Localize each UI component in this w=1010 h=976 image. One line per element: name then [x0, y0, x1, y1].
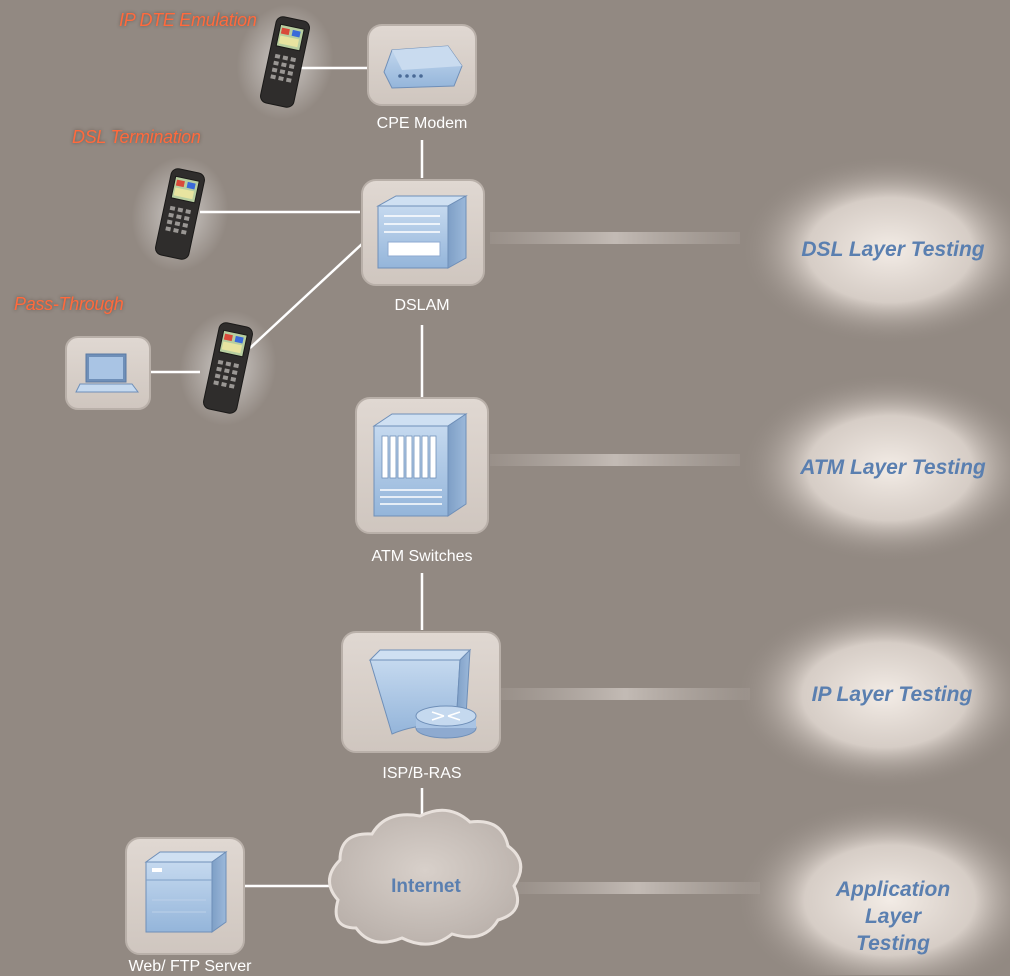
tester-label-pass: Pass-Through	[14, 294, 124, 314]
laptop-icon	[75, 353, 139, 393]
link-pass-dslam	[249, 243, 363, 349]
beam-ip	[500, 688, 750, 700]
node-label-dslam: DSLAM	[394, 297, 450, 314]
dslam-icon	[376, 195, 468, 269]
layer-label-app: Application Layer Testing	[835, 878, 951, 955]
cpe-modem-node[interactable]	[367, 24, 477, 106]
tester-dslterm[interactable]	[121, 147, 239, 280]
tester-label-dslterm: DSL Termination	[72, 127, 201, 147]
handheld-tester-icon	[260, 16, 310, 108]
internet-cloud[interactable]	[328, 808, 523, 946]
layer-cloud-dsl	[740, 155, 1010, 345]
beam-app	[515, 882, 760, 894]
tester-label-ipdte: IP DTE Emulation	[119, 10, 257, 30]
layer-label-dsl: DSL Layer Testing	[801, 238, 985, 261]
router-icon	[368, 648, 477, 739]
tester-ipdte[interactable]	[226, 0, 344, 129]
server-icon	[144, 851, 228, 933]
node-label-internet: Internet	[391, 876, 461, 897]
layer-cloud-app	[735, 800, 1010, 975]
handheld-tester-icon	[203, 322, 253, 414]
isp-bras-node[interactable]	[341, 631, 501, 753]
modem-icon	[383, 45, 463, 89]
node-label-web-ftp-server: Web/ FTP Server	[128, 958, 252, 975]
layer-label-ip: IP Layer Testing	[811, 683, 973, 706]
handheld-tester-icon	[155, 168, 205, 260]
tester-pass[interactable]	[169, 301, 287, 434]
node-label-isp-bras: ISP/B-RAS	[382, 765, 462, 782]
laptop-node[interactable]	[65, 336, 151, 410]
layer-cloud-atm	[740, 373, 1010, 563]
web-ftp-server-node[interactable]	[125, 837, 245, 955]
node-label-cpe-modem: CPE Modem	[376, 115, 468, 132]
atm-switches-node[interactable]	[355, 397, 489, 534]
atm-switch-icon	[372, 413, 468, 517]
beam-dsl	[490, 232, 740, 244]
layer-label-atm: ATM Layer Testing	[800, 456, 986, 479]
node-label-atm-switches: ATM Switches	[371, 548, 473, 565]
beam-atm	[490, 454, 740, 466]
dslam-node[interactable]	[361, 179, 485, 286]
layer-cloud-ip	[735, 600, 1010, 790]
